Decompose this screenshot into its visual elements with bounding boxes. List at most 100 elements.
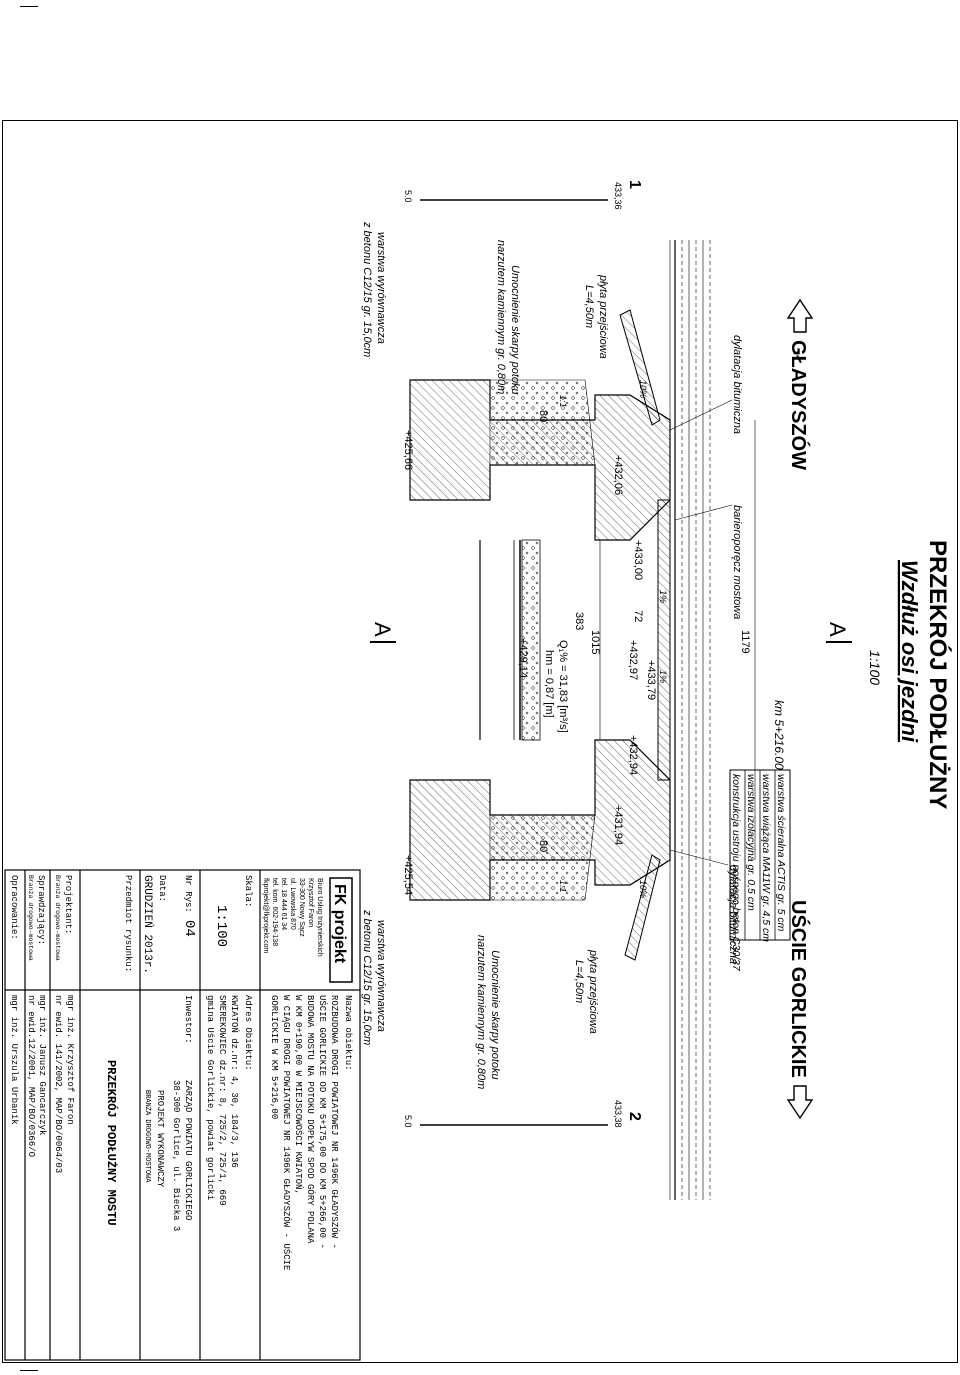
joint-left-label: dylatacja bitumiczna	[731, 335, 743, 434]
transition-plate-right: płyta przejściowa L=4,50m	[573, 854, 661, 1034]
lean-concrete-labels: warstwa wyrównawcza z betonu C12/15 gr. …	[361, 221, 387, 1045]
skala-value: 1:100	[213, 905, 229, 947]
svg-text:narzutem kamiennym gr. 0,80m: narzutem kamiennym gr. 0,80m	[475, 935, 487, 1089]
layer-3: warstwa izolacyjna gr. 0,5 cm	[745, 774, 757, 911]
svg-text:10%: 10%	[638, 880, 648, 898]
skala-label: Skala:	[243, 875, 253, 907]
svg-text:FK projekt: FK projekt	[331, 884, 348, 964]
nazwa-line-1: UŚCIE GORLICKIE OD KM 5+175,00 DO KM 5+2…	[317, 995, 328, 1249]
sprawdzajacy-label: Sprawdzający:	[36, 875, 46, 945]
direction-right: UŚCIE GORLICKIE	[786, 900, 814, 1120]
svg-text:warstwa wyrównawcza: warstwa wyrównawcza	[375, 232, 387, 344]
svg-text:1:1: 1:1	[558, 880, 568, 893]
direction-left-label: GŁADYSZÓW	[787, 340, 811, 470]
firm-info-5: tel. kom. 602-194-138	[271, 878, 278, 946]
svg-text:Umocnienie skarpy potoku: Umocnienie skarpy potoku	[509, 265, 521, 395]
elev-432-94: +432,94	[627, 735, 639, 775]
etap-line-0: PROJEKT WYKONAWCZY	[155, 1090, 165, 1188]
nazwa-line-2: BUDOWA MOSTU NA POTOKU DOPŁYW SPOD GÓRY …	[305, 995, 316, 1244]
direction-left: GŁADYSZÓW	[786, 298, 814, 470]
data-value: GRUDZIEŃ 2013r.	[141, 875, 155, 974]
slope-protection-left	[489, 379, 596, 466]
svg-text:narzutem kamiennym gr. 0,80m: narzutem kamiennym gr. 0,80m	[495, 240, 507, 394]
borehole-1: 1 433,36 5.0	[403, 180, 643, 210]
elev-432-97: +432,97	[627, 640, 639, 680]
svg-text:10%: 10%	[638, 380, 648, 398]
title-block: FK projekt Biuro Usług Inżynierskich Krz…	[4, 869, 361, 1361]
svg-text:warstwa wyrównawcza: warstwa wyrównawcza	[375, 920, 387, 1032]
stream-channel	[479, 539, 541, 741]
dim-1179: 1179	[739, 630, 751, 654]
nazwa-label: Nazwa obiektu:	[343, 995, 353, 1071]
firm-info-2: 33-300 Nowy Sącz	[298, 878, 305, 937]
sprawdzajacy-line-0: mgr inż. Janusz Gancarczyk	[37, 995, 47, 1135]
svg-text:płyta przejściowa: płyta przejściowa	[597, 274, 609, 359]
drawing-frame	[2, 120, 958, 1363]
page-corner-mark-top	[20, 6, 38, 7]
firm-logo: FK projekt	[329, 877, 353, 983]
layer-2: warstwa wiążąca MA11W gr. 4,5 cm	[760, 774, 772, 942]
nazwa-line-3: W KM 0+190,00 W MIEJSCOWOŚCI KWIATOŃ,	[293, 995, 304, 1195]
svg-text:433,36: 433,36	[613, 182, 623, 210]
sprawdzajacy-line-1: nr ewid.12/2001, MAP/BO/0366/O	[26, 995, 36, 1157]
dim-383: 383	[573, 612, 585, 630]
elev-425-54: +425,54	[402, 855, 414, 895]
flow-rate: Q₁% = 31,83 [m³/s]	[557, 640, 569, 733]
firm-info-3: ul. Lwowska 870	[289, 878, 296, 930]
dimensions: 1179 1015 383 72 80 80	[537, 410, 756, 860]
deck-slab	[657, 499, 671, 781]
svg-text:płyta przejściowa: płyta przejściowa	[587, 949, 599, 1034]
nr-label: Nr Rys:	[183, 875, 193, 913]
elev-433-79: +433,79	[645, 660, 657, 700]
layer-1: warstwa ścieralna ACTIS gr. 5 cm	[775, 774, 787, 932]
opracowanie-label: Opracowanie:	[9, 875, 19, 940]
inwestor-line-1: 38-300 Gorlice, ul. Biecka 3	[171, 1080, 181, 1231]
nr-value: 04	[181, 920, 197, 937]
svg-text:L=4,50m: L=4,50m	[573, 960, 585, 1003]
adres-label: Adres Obiektu:	[243, 995, 253, 1071]
chainage-label: km 5+216.00	[772, 700, 786, 770]
nazwa-line-0: ROZBUDOWA DROGI POWIATOWEJ NR 1496K GŁAD…	[329, 995, 340, 1249]
projektant-label: Projektant:	[63, 875, 73, 934]
layer-4: konstrukcja ustroju nośnego beton C30/37	[730, 774, 742, 972]
elev-425-66: +425,66	[402, 430, 414, 470]
svg-text:1: 1	[626, 180, 643, 189]
barrier-label: barieroporęcz mostowa	[731, 505, 743, 619]
section-mark-bottom: A	[370, 622, 396, 643]
svg-text:A: A	[370, 622, 395, 637]
page-corner-mark-bottom	[20, 1370, 38, 1371]
svg-text:z betonu C12/15 gr. 15,0cm: z betonu C12/15 gr. 15,0cm	[361, 909, 373, 1045]
firm-info-0: Biuro Usług Inżynierskich	[316, 878, 323, 957]
svg-text:z betonu C12/15 gr. 15,0cm: z betonu C12/15 gr. 15,0cm	[361, 221, 373, 357]
slope-labels: Umocnienie skarpy potoku narzutem kamien…	[475, 240, 521, 1089]
arrow-left-icon	[786, 298, 814, 333]
svg-text:L=4,50m: L=4,50m	[583, 285, 595, 328]
data-label: Data:	[157, 875, 167, 902]
sprawdzajacy-sub: Branża drogowo-mostowa	[27, 875, 34, 961]
inwestor-label: Inwestor:	[183, 995, 193, 1044]
direction-right-label: UŚCIE GORLICKIE	[787, 900, 811, 1078]
hydraulics: Q₁% = 31,83 [m³/s] hm = 0,87 [m]	[543, 640, 569, 733]
borehole-2: 2 433,38 5.0	[403, 1100, 643, 1128]
drawing-scale: 1:100	[867, 650, 883, 685]
firm-info-4: tel. 18 444 61 34	[280, 878, 287, 930]
svg-text:1%: 1%	[658, 590, 668, 603]
przedmiot-label: Przedmiot rysunku:	[123, 875, 133, 972]
nazwa-line-5: GORLICKIE W KM 5+216,00	[269, 995, 279, 1119]
przedmiot-value: PRZEKRÓJ PODŁUŻNY MOSTU	[104, 1060, 119, 1226]
firm-info-6: fkprojekt@fkprojekt.com	[262, 878, 269, 953]
dim-80-right: 80	[537, 840, 549, 852]
svg-text:5.0: 5.0	[403, 190, 413, 203]
inwestor-line-0: ZARZĄD POWIATU GORLICKIEGO	[183, 1080, 193, 1220]
elevations: +433,79 +432,97 +432,94 +433,00 +432,06 …	[402, 430, 657, 895]
section-mark-top: A	[825, 622, 852, 643]
dim-72: 72	[632, 610, 644, 622]
joint-right-label: dylatacja bitumiczna	[727, 865, 739, 964]
opracowanie-value: mgr inż. Urszula Urbanik	[9, 995, 19, 1125]
svg-text:433,38: 433,38	[613, 1100, 623, 1128]
svg-text:Umocnienie skarpy potoku: Umocnienie skarpy potoku	[489, 950, 501, 1080]
slope-protection-right	[489, 814, 596, 901]
projektant-line-0: mgr inż. Krzysztof Faron	[65, 995, 75, 1125]
dim-80-left: 80	[537, 410, 549, 422]
drawing-subtitle: Wzdłuż osi jezdni	[897, 560, 922, 743]
